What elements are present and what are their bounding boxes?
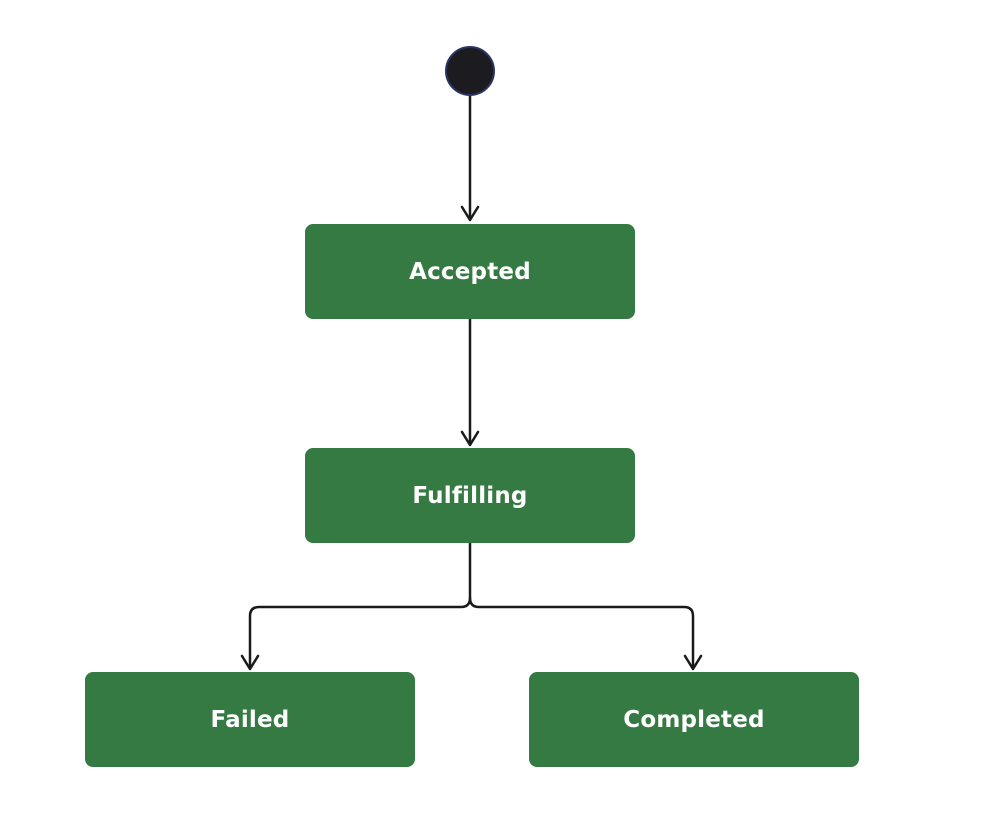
transition-fulfilling-to-completed [468,596,695,669]
state-completed: Completed [529,672,859,767]
state-completed-label: Completed [623,706,765,733]
initial-state-node [445,46,495,96]
state-fulfilling-label: Fulfilling [412,482,528,509]
arrowhead-failed [240,654,260,671]
state-failed: Failed [85,672,415,767]
arrowhead-fulfilling [460,430,480,447]
state-accepted: Accepted [305,224,635,319]
transition-fulfilling-to-failed [248,541,472,669]
state-failed-label: Failed [210,706,290,733]
arrowhead-completed [683,654,703,671]
arrowhead-accepted [460,205,480,222]
state-accepted-label: Accepted [409,258,531,285]
state-fulfilling: Fulfilling [305,448,635,543]
